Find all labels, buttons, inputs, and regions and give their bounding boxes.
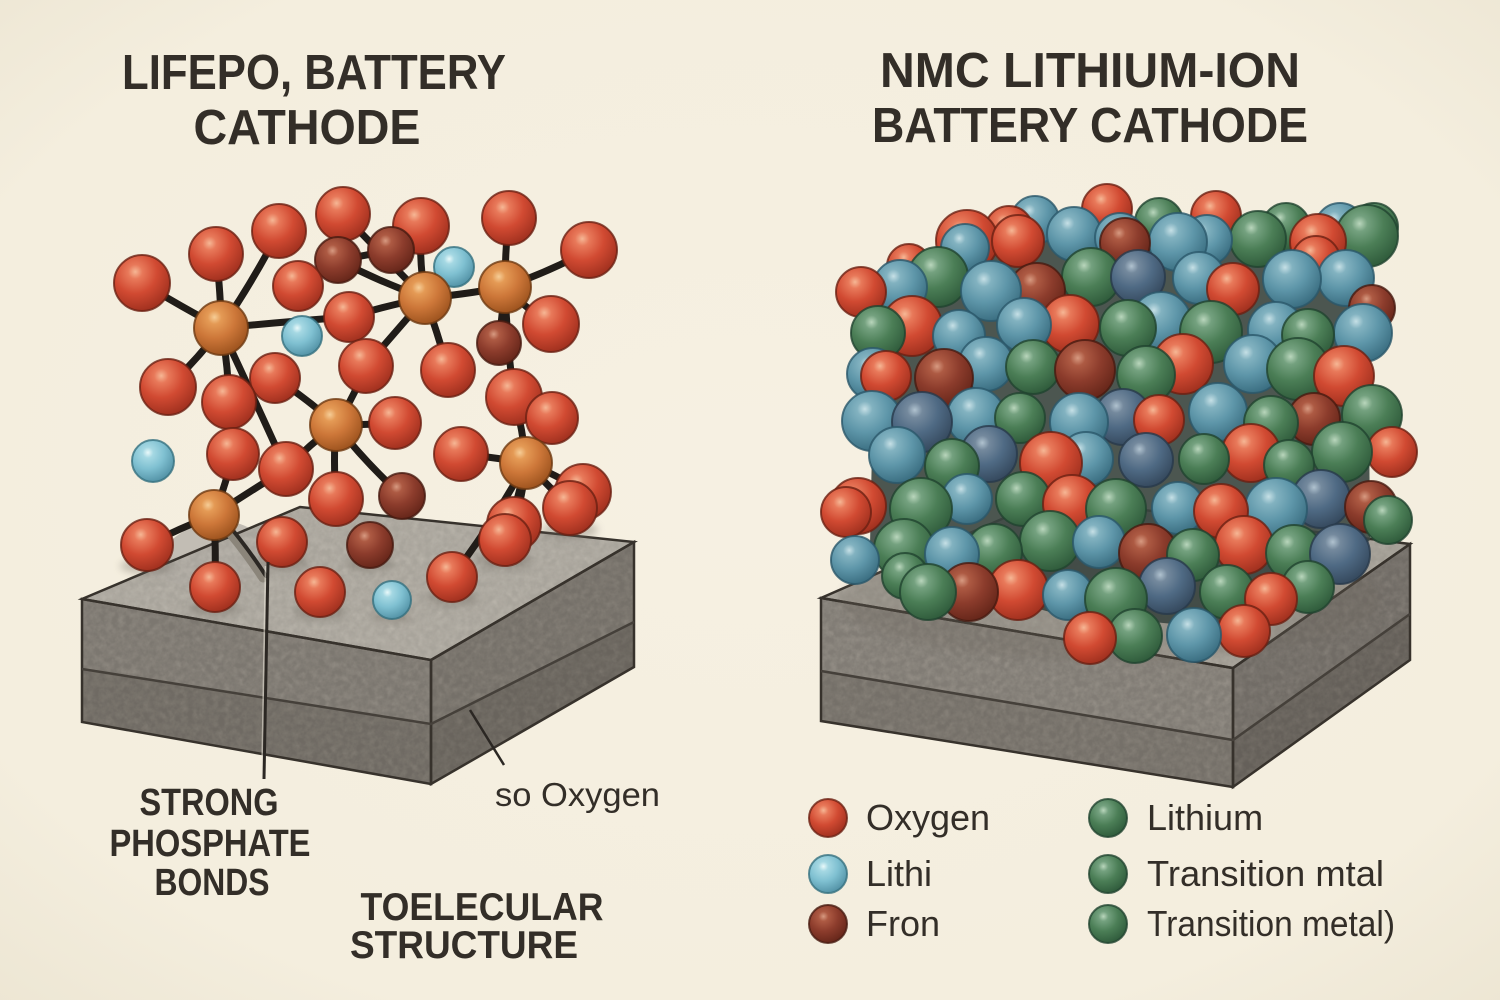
svg-text:Fron: Fron xyxy=(866,903,940,944)
svg-text:Lithium: Lithium xyxy=(1147,797,1263,838)
svg-text:TOELECULAR: TOELECULAR xyxy=(361,886,604,929)
svg-text:STRONG: STRONG xyxy=(140,782,279,824)
svg-text:NMC LITHIUM-ION: NMC LITHIUM-ION xyxy=(880,44,1300,98)
svg-text:BATTERY CATHODE: BATTERY CATHODE xyxy=(872,99,1308,153)
svg-text:Transition metal): Transition metal) xyxy=(1147,903,1395,944)
svg-text:Transition mtal: Transition mtal xyxy=(1147,853,1384,894)
svg-text:STRUCTURE: STRUCTURE xyxy=(350,924,578,967)
svg-text:Oxygen: Oxygen xyxy=(866,797,990,838)
svg-text:LIFEPO, BATTERY: LIFEPO, BATTERY xyxy=(122,46,506,100)
svg-text:CATHODE: CATHODE xyxy=(194,101,421,155)
svg-text:Lithi: Lithi xyxy=(866,853,932,894)
svg-text:PHOSPHATE: PHOSPHATE xyxy=(110,823,311,865)
svg-text:so Oxygen: so Oxygen xyxy=(495,776,660,813)
svg-text:BONDS: BONDS xyxy=(155,862,270,904)
